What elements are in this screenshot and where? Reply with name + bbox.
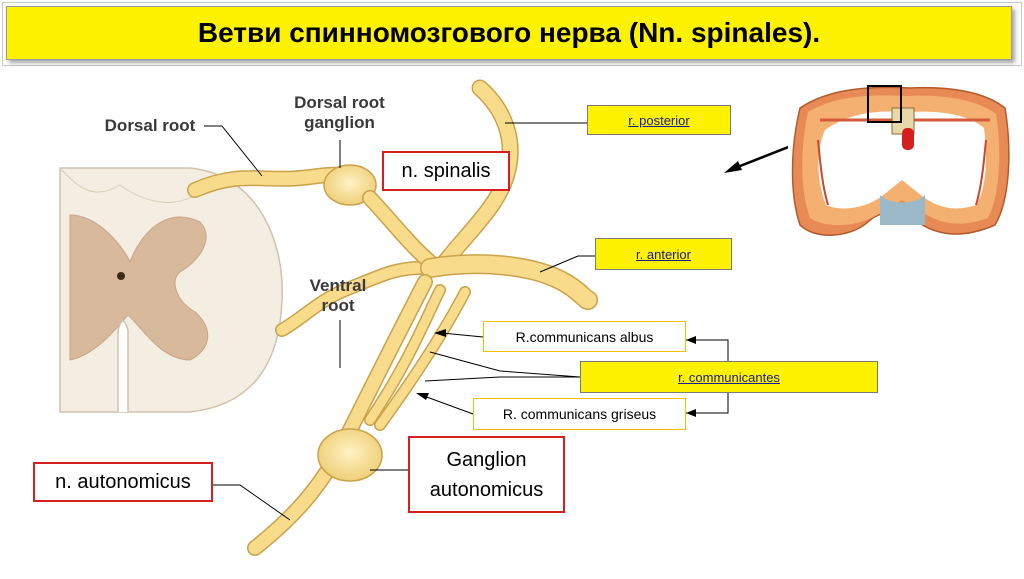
box-r-anterior: r. anterior	[595, 238, 732, 270]
cross-section-thumbnail	[788, 82, 1015, 242]
slide-frame	[2, 2, 1022, 66]
box-r-posterior: r. posterior	[587, 105, 731, 135]
box-n-spinalis: n. spinalis	[382, 151, 510, 191]
box-n-autonomicus: n. autonomicus	[33, 462, 213, 502]
box-r-communicantes: r. communicantes	[580, 361, 878, 393]
autonomic-ganglion	[317, 428, 383, 482]
central-canal	[117, 272, 125, 280]
box-ganglion-autonomicus: Ganglion autonomicus	[408, 436, 565, 513]
slide-title: Ветви спинномозгового нерва (Nn. spinale…	[197, 17, 821, 48]
title-bar: Ветви спинномозгового нерва (Nn. spinale…	[6, 6, 1012, 60]
box-r-communicans-griseus: R. communicans griseus	[473, 398, 686, 430]
label-dorsal-root: Dorsal root	[104, 116, 196, 135]
label-ventral-root: Ventral root	[309, 276, 367, 315]
box-r-communicans-albus: R.communicans albus	[483, 321, 686, 352]
label-dorsal-root-ganglion: Dorsal root ganglion	[294, 93, 385, 132]
spinal-cord	[59, 167, 283, 413]
leader-lines	[204, 122, 729, 521]
